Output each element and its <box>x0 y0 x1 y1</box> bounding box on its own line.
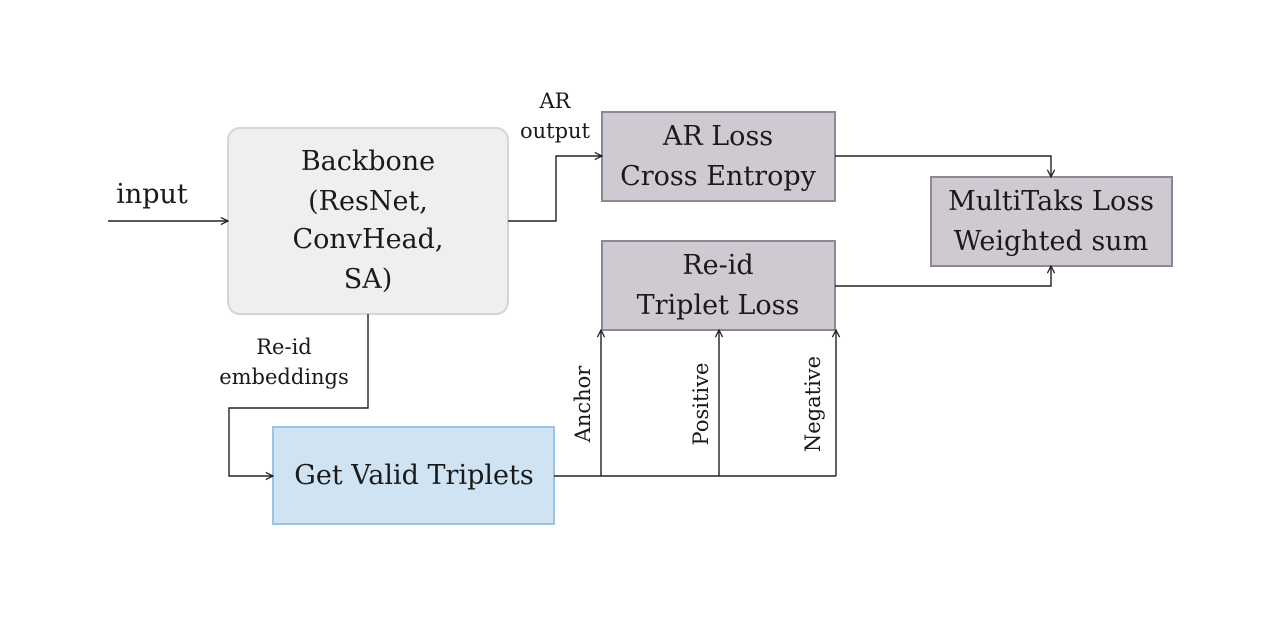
ar-output-label-line-1: AR <box>539 89 572 113</box>
reid-embeddings-label-line-2: embeddings <box>219 365 349 389</box>
input-label: input <box>116 179 188 210</box>
backbone-line-2: (ResNet, <box>308 186 428 217</box>
reid-loss-line-2: Triplet Loss <box>637 290 800 321</box>
ar-loss-line-2: Cross Entropy <box>620 161 817 192</box>
anchor-label: Anchor <box>571 365 595 444</box>
backbone-line-3: ConvHead, <box>292 224 443 255</box>
multitask-loss-line-1: MultiTaks Loss <box>948 186 1154 217</box>
ar-loss-node <box>601 111 836 202</box>
negative-label: Negative <box>801 356 825 452</box>
reid-triplet-loss-node <box>601 240 836 331</box>
reid-loss-to-multitask-arrow <box>835 266 1051 287</box>
backbone-to-triplets-arrow <box>228 314 369 476</box>
ar-loss-to-multitask-arrow <box>835 155 1051 177</box>
ar-loss-line-1: AR Loss <box>662 121 773 152</box>
positive-label: Positive <box>689 363 713 446</box>
backbone-to-ar-loss-arrow <box>508 156 602 222</box>
reid-embeddings-label-line-1: Re-id <box>256 335 312 359</box>
backbone-line-1: Backbone <box>301 146 435 177</box>
multitask-loss-line-2: Weighted sum <box>954 226 1148 257</box>
backbone-line-4: SA) <box>344 264 393 295</box>
reid-loss-line-1: Re-id <box>682 250 753 281</box>
ar-output-label-line-2: output <box>520 119 591 143</box>
get-valid-triplets-node <box>272 426 555 525</box>
multitask-loss-node <box>930 176 1173 267</box>
get-valid-triplets-label: Get Valid Triplets <box>294 460 533 491</box>
